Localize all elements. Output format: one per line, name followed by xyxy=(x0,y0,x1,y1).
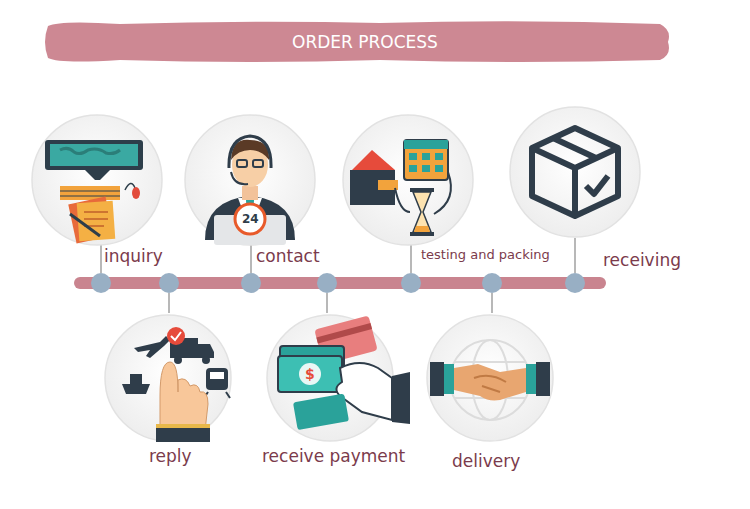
timeline-dots xyxy=(91,273,585,293)
calendar-hourglass-icon xyxy=(350,140,451,236)
step-label: inquiry xyxy=(104,247,163,266)
box-check-icon xyxy=(532,128,618,216)
timeline-bar xyxy=(74,277,606,289)
leader-lines xyxy=(101,238,575,313)
title-text: ORDER PROCESS xyxy=(292,32,438,52)
step-label: contact xyxy=(256,247,320,266)
process-circle: reply xyxy=(105,315,231,441)
process-circle: delivery xyxy=(427,315,553,441)
payment-icon xyxy=(278,315,410,430)
process-circle: inquiry xyxy=(32,115,162,245)
computer-icon xyxy=(45,140,143,244)
support-agent-icon xyxy=(205,136,295,245)
process-circle: receiving xyxy=(510,107,640,237)
step-label: testing and packing xyxy=(421,248,550,262)
icon-number: 24 xyxy=(242,212,259,226)
transport-icon xyxy=(122,327,230,442)
handshake-icon xyxy=(430,340,550,420)
currency-sign: $ xyxy=(305,366,315,382)
step-label: delivery xyxy=(452,452,520,471)
title-band xyxy=(45,21,669,62)
step-label: receive payment xyxy=(262,447,405,466)
icon-circles xyxy=(32,107,640,441)
step-label: receiving xyxy=(603,251,681,270)
process-circle: testing and packing xyxy=(343,115,473,245)
process-circle: receive payment xyxy=(267,315,393,441)
step-label: reply xyxy=(149,447,192,466)
